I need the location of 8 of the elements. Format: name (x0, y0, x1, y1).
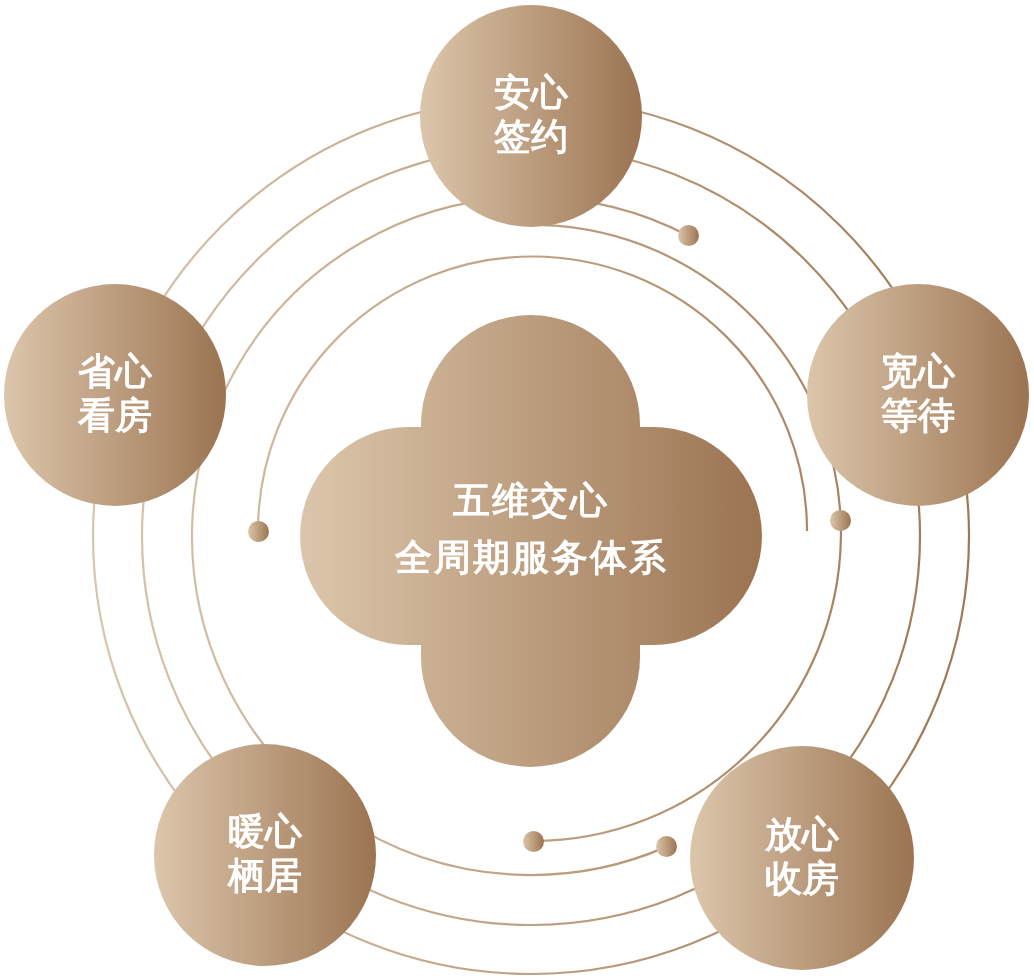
stage-name: 安心签约 (493, 70, 569, 158)
stage-name: 暖心栖居 (226, 809, 303, 897)
quatrefoil-shape (300, 315, 762, 767)
stage-name: 放心收房 (763, 812, 840, 900)
stage-name: 省心看房 (76, 349, 153, 437)
center-title: 全周期服务体系 (394, 534, 668, 581)
stage-name: 宽心等待 (880, 349, 956, 437)
center-title: 五维交心 (453, 477, 609, 524)
